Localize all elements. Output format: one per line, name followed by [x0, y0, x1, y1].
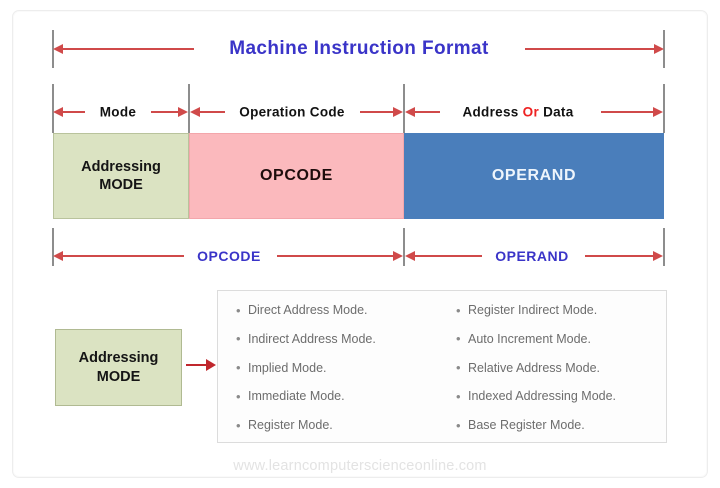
list-item-label: Register Mode.: [248, 418, 333, 432]
list-item-label: Direct Address Mode.: [248, 303, 368, 317]
arrow-head-right-icon: [393, 107, 403, 117]
watermark: www.learncomputerscienceonline.com: [233, 458, 487, 474]
bullet-icon: •: [456, 331, 461, 347]
arrow-head-right-icon: [653, 107, 663, 117]
arrow-line: [601, 111, 653, 113]
label-operation-code: Operation Code: [239, 104, 345, 120]
callout-arrow-icon: [186, 359, 216, 371]
page-title: Machine Instruction Format: [229, 38, 489, 59]
field-box-opcode: OPCODE: [189, 133, 404, 219]
label-or: Or: [522, 104, 539, 120]
bullet-icon: •: [236, 302, 241, 318]
field-box-addressing-mode: Addressing MODE: [53, 133, 189, 219]
arrow-head-left-icon: [53, 107, 63, 117]
label-opcode-span: OPCODE: [197, 248, 261, 264]
callout-line-2: MODE: [96, 368, 141, 385]
list-item: • Auto Increment Mode.: [456, 332, 666, 346]
list-item-label: Indexed Addressing Mode.: [468, 389, 617, 404]
arrow-line: [62, 111, 85, 113]
arrow-head-right-icon: [178, 107, 188, 117]
arrow-line: [62, 48, 194, 50]
mode-measure-row: Mode: [53, 103, 188, 121]
arrow-head-left-icon: [405, 107, 415, 117]
addressing-mode-callout-text: Addressing MODE: [79, 349, 159, 387]
list-item-label: Relative Address Mode.: [468, 360, 601, 375]
list-item-label: Immediate Mode.: [248, 389, 345, 404]
label-data: Data: [543, 104, 574, 120]
bullet-icon: •: [456, 360, 461, 375]
bullet-icon: •: [456, 302, 461, 318]
bullet-icon: •: [456, 388, 461, 404]
guide-line-left-3: [52, 228, 54, 266]
list-item: • Register Mode.: [236, 418, 446, 432]
arrow-line: [62, 255, 184, 257]
label-mode: Mode: [99, 104, 137, 120]
bullet-icon: •: [236, 417, 241, 433]
bullet-icon: •: [236, 331, 241, 347]
arrow-line: [151, 111, 179, 113]
list-item: • Indexed Addressing Mode.: [456, 389, 666, 403]
field-line-2: MODE: [99, 177, 143, 193]
field-line-1: Addressing: [81, 158, 161, 175]
arrow-head-right-icon: [393, 251, 403, 261]
arrow-line: [414, 111, 440, 113]
guide-line-mid1: [188, 84, 190, 133]
arrow-line: [199, 111, 225, 113]
arrow-head-left-icon: [405, 251, 415, 261]
guide-line-right-2: [663, 84, 665, 133]
list-item: • Immediate Mode.: [236, 389, 446, 403]
list-item-label: Base Register Mode.: [468, 418, 585, 432]
arrow-line: [360, 111, 393, 113]
list-item: • Register Indirect Mode.: [456, 303, 666, 317]
list-item: • Implied Mode.: [236, 361, 446, 375]
list-item-label: Implied Mode.: [248, 360, 327, 375]
arrow-line: [414, 255, 482, 257]
arrow-line: [277, 255, 393, 257]
guide-line-right-3: [663, 228, 665, 266]
arrow-head-left-icon: [53, 44, 63, 54]
list-item-label: Register Indirect Mode.: [468, 303, 598, 317]
bottom-operand-measure-row: OPERAND: [405, 247, 663, 265]
title-measure-row: Machine Instruction Format: [53, 38, 664, 59]
arrow-head-right-icon: [653, 251, 663, 261]
addressing-modes-column-right: • Register Indirect Mode. • Auto Increment…: [446, 303, 666, 432]
operand-measure-row: Address Or Data: [405, 103, 663, 121]
bullet-icon: •: [236, 360, 241, 375]
guide-line-right: [663, 30, 665, 68]
addressing-modes-column-left: • Direct Address Mode. • Indirect Address …: [218, 303, 446, 432]
addressing-mode-callout-box: Addressing MODE: [55, 329, 182, 406]
bullet-icon: •: [456, 417, 461, 433]
label-operand-span: OPERAND: [495, 248, 569, 264]
bottom-opcode-measure-row: OPCODE: [53, 247, 403, 265]
field-box-operand-text: OPERAND: [491, 167, 577, 184]
field-box-opcode-text: OPCODE: [260, 167, 333, 184]
arrow-head-left-icon: [53, 251, 63, 261]
list-item: • Relative Address Mode.: [456, 361, 666, 375]
list-item: • Indirect Address Mode.: [236, 332, 446, 346]
arrow-head-right-icon: [654, 44, 664, 54]
callout-line-1: Addressing: [78, 349, 159, 366]
addressing-modes-list-box: • Direct Address Mode. • Indirect Address …: [217, 290, 667, 443]
list-item: • Base Register Mode.: [456, 418, 666, 432]
field-box-addressing-mode-text: Addressing MODE: [81, 158, 161, 194]
field-box-operand: OPERAND: [404, 133, 664, 219]
arrow-line: [525, 48, 655, 50]
list-item: • Direct Address Mode.: [236, 303, 446, 317]
arrow-head-left-icon: [190, 107, 200, 117]
label-address-or-data: Address Or Data: [442, 105, 594, 120]
guide-line-mid2-b: [403, 228, 405, 266]
guide-line-mid2: [403, 84, 405, 133]
label-address: Address: [462, 104, 519, 120]
list-item-label: Indirect Address Mode.: [248, 331, 376, 346]
list-item-label: Auto Increment Mode.: [468, 331, 591, 346]
arrow-line: [585, 255, 653, 257]
opcode-measure-row: Operation Code: [190, 103, 403, 121]
bullet-icon: •: [236, 388, 241, 404]
